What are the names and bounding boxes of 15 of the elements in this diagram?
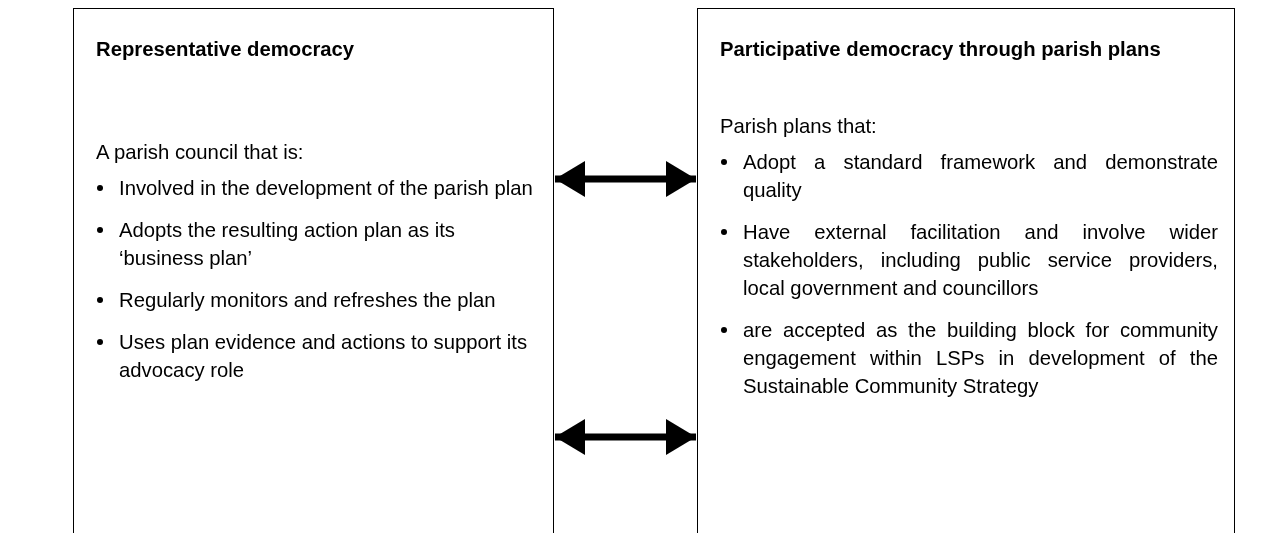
- text-panel: [73, 8, 554, 533]
- text-panel: [697, 8, 1235, 533]
- bullet-text: Adopt a standard framework and demonstrate quality: [743, 151, 1218, 201]
- bullet-text: Have external facilitation and involve wider stakeholders, including public service providers, local government and councillors: [743, 221, 1218, 299]
- double-arrow: [555, 419, 696, 455]
- double-arrow: [555, 161, 696, 197]
- panel-heading: Representative democracy: [96, 37, 356, 62]
- bullet-text: are accepted as the building block for community engagement within LSPs in development of the Sustainable Community Strategy: [743, 319, 1218, 397]
- panel-heading: Participative democracy through parish plans: [720, 37, 1162, 62]
- bullet-text: Uses plan evidence and actions to support its advocacy role: [119, 331, 528, 381]
- bullet-text: Adopts the resulting action plan as its ‘business plan’: [119, 219, 455, 269]
- bullet-text: Regularly monitors and refreshes the plan: [119, 289, 496, 311]
- intro-text: Parish plans that:: [720, 114, 878, 139]
- intro-text: A parish council that is:: [96, 140, 305, 165]
- bullet-text: Involved in the development of the parish plan: [119, 177, 533, 199]
